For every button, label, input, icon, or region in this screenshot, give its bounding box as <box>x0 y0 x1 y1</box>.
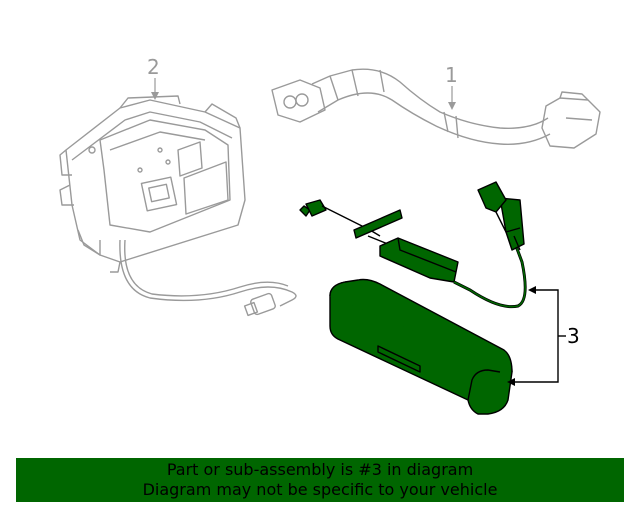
part-notice-banner: Part or sub-assembly is #3 in diagram Di… <box>16 458 624 502</box>
parts-diagram: 2 1 3 <box>59 55 601 415</box>
callout-3: 3 <box>567 324 580 348</box>
part-3-charging-cord-assembly <box>299 181 527 415</box>
callout-leaders <box>154 78 453 108</box>
arrowheads <box>151 92 536 386</box>
callout-1: 1 <box>445 63 458 87</box>
part-1-charge-port-harness <box>271 68 601 149</box>
callout-2: 2 <box>147 55 160 79</box>
part-2-charger-module <box>59 95 297 317</box>
banner-line-1: Part or sub-assembly is #3 in diagram <box>166 460 474 479</box>
banner-line-2: Diagram may not be specific to your vehi… <box>142 480 498 499</box>
callout-3-bracket <box>510 289 566 383</box>
